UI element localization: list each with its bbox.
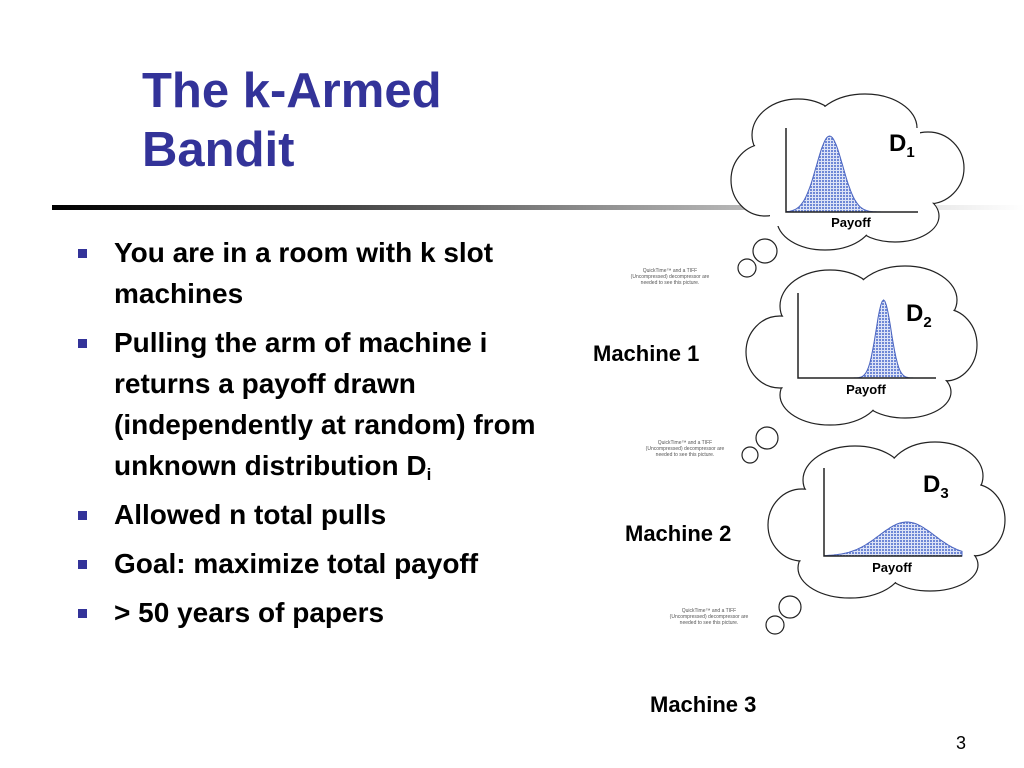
bullet-text: You are in a room with k slot machines — [114, 237, 494, 309]
bullet-item: Allowed n total pulls — [78, 494, 558, 535]
bullet-text: Pulling the arm of machine i returns a p… — [114, 327, 536, 481]
bullet-item: > 50 years of papers — [78, 592, 558, 633]
page-number: 3 — [955, 733, 966, 753]
title-line-2: Bandit — [142, 123, 295, 177]
missing-image-placeholder-3: QuickTime™ and a TIFF (Uncompressed) dec… — [669, 608, 749, 626]
plot-axes — [797, 293, 936, 379]
machine-3-label: Machine 3 — [650, 692, 757, 717]
payoff-axis-label: Payoff — [846, 382, 886, 397]
bullet-text: Goal: maximize total payoff — [114, 548, 479, 579]
distribution-label-d2: D2 — [906, 300, 932, 331]
bullet-item: Pulling the arm of machine i returns a p… — [78, 322, 558, 486]
square-bullet-icon — [78, 339, 87, 348]
title-divider — [52, 205, 1024, 210]
square-bullet-icon — [78, 609, 87, 618]
thought-cloud-2 — [741, 265, 978, 464]
bullet-text: Allowed n total pulls — [114, 499, 387, 530]
distribution-plot-1: Payoff D1 — [785, 128, 918, 230]
slide-title: The k-Armed Bandit — [142, 62, 442, 180]
distribution-label-d3: D3 — [923, 471, 949, 502]
bullet-subscript: i — [426, 465, 432, 484]
bullet-list: You are in a room with k slot machines P… — [78, 232, 558, 641]
distribution-plot-3: Payoff D3 — [823, 468, 963, 575]
square-bullet-icon — [78, 511, 87, 520]
plot-axes — [823, 468, 962, 557]
missing-image-placeholder-2: QuickTime™ and a TIFF (Uncompressed) dec… — [645, 440, 725, 458]
payoff-axis-label: Payoff — [872, 560, 912, 575]
bullet-text: > 50 years of papers — [114, 597, 385, 628]
payoff-distribution-curve — [823, 521, 963, 557]
square-bullet-icon — [78, 249, 87, 258]
machine-1-label: Machine 1 — [593, 341, 700, 366]
distribution-label-d1: D1 — [889, 130, 915, 161]
payoff-axis-label: Payoff — [831, 215, 871, 230]
distribution-plot-2: Payoff D2 — [797, 293, 936, 397]
plot-axes — [785, 128, 918, 213]
bullet-item: You are in a room with k slot machines — [78, 232, 558, 314]
machine-2-label: Machine 2 — [625, 521, 732, 546]
title-line-1: The k-Armed — [142, 64, 442, 118]
square-bullet-icon — [78, 560, 87, 569]
bullet-item: Goal: maximize total payoff — [78, 543, 558, 584]
missing-image-placeholder-1: QuickTime™ and a TIFF (Uncompressed) dec… — [630, 268, 710, 286]
